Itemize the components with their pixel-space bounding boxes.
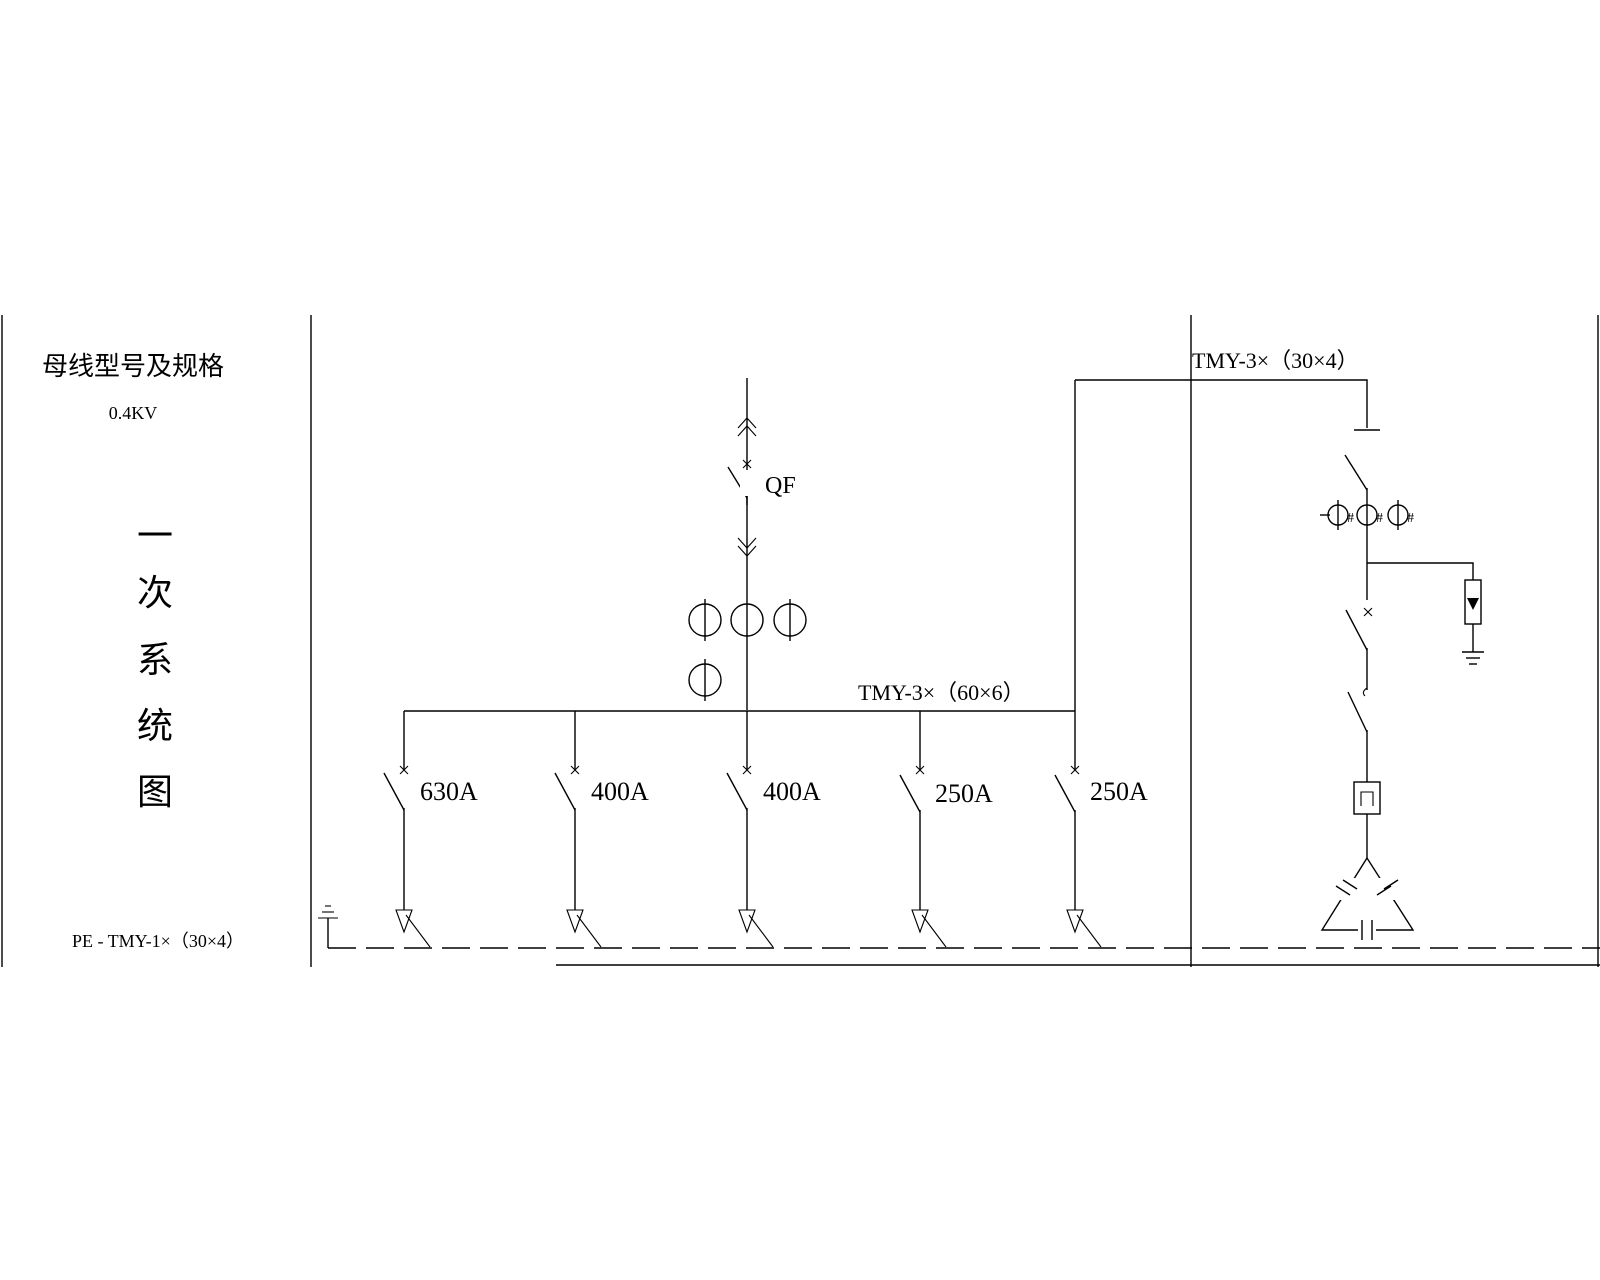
branch-ct-2 [1356,504,1378,526]
busbar-spec-header: 母线型号及规格 [42,352,224,382]
arrester-tap [1367,562,1474,580]
main-busbar-label: TMY-3×（60×6） [858,680,1025,705]
svg-text:#: # [1376,511,1383,526]
feeder-1: 630A [383,711,478,948]
feeder-5-cable-head [1066,909,1084,934]
capacitor-bank-delta [1320,856,1415,931]
plug-contact-lower-1 [737,537,757,549]
title-char-3: 系 [137,640,173,681]
feeder-3: 400A [726,711,821,948]
feeder-4-cable-head [911,909,929,934]
branch-breaker-blade [1345,609,1368,651]
feeder-4-rating: 250A [935,779,993,808]
branch-bus-line [1075,379,1368,428]
feeder-3-blade [726,772,748,811]
ct-center [730,603,764,637]
branch-disconnector-blade [1344,454,1368,491]
capacitor-branch: TMY-3×（30×4） # # # [1075,348,1484,940]
title-char-1: 一 [137,516,173,557]
feeder-1-cable-head [395,909,413,934]
feeder-5-blade [1054,774,1076,813]
voltage-label: 0.4KV [109,403,158,423]
contactor-blade [1347,691,1368,733]
feeder-3-rating: 400A [763,777,821,806]
feeder-2-cable-head [566,909,584,934]
title-char-4: 统 [137,706,173,747]
thermal-relay [1353,781,1381,815]
qf-label: QF [765,473,796,499]
svg-text:#: # [1347,511,1354,526]
title-char-5: 图 [137,772,173,813]
left-panel: 母线型号及规格 0.4KV 一 次 系 统 图 PE - TMY-1×（30×4… [42,352,244,951]
svg-text:#: # [1407,511,1414,526]
feeder-2: 400A [554,711,649,948]
feeder-2-rating: 400A [591,777,649,806]
feeder-4: 250A [899,711,993,948]
feeder-1-blade [383,772,405,811]
feeder-1-rating: 630A [420,777,478,806]
incoming-circuit: QF [688,378,807,710]
feeder-3-cable-head [738,909,756,934]
main-busbar: TMY-3×（60×6） [404,680,1075,712]
title-char-2: 次 [137,573,173,614]
qf-cross-2 [742,459,752,469]
drawing-frame [1,315,1600,967]
branch-bus-label: TMY-3×（30×4） [1192,348,1359,373]
feeder-4-blade [899,774,921,813]
feeder-2-blade [554,772,576,811]
pe-busbar-label: PE - TMY-1×（30×4） [72,931,244,951]
plug-contact-upper-1 [737,417,757,429]
pe-busbar [318,905,1600,949]
feeder-5-rating: 250A [1090,777,1148,806]
plug-contact-upper-2 [737,425,757,437]
plug-contact-lower-2 [737,545,757,557]
feeder-5: 250A [1054,380,1148,948]
